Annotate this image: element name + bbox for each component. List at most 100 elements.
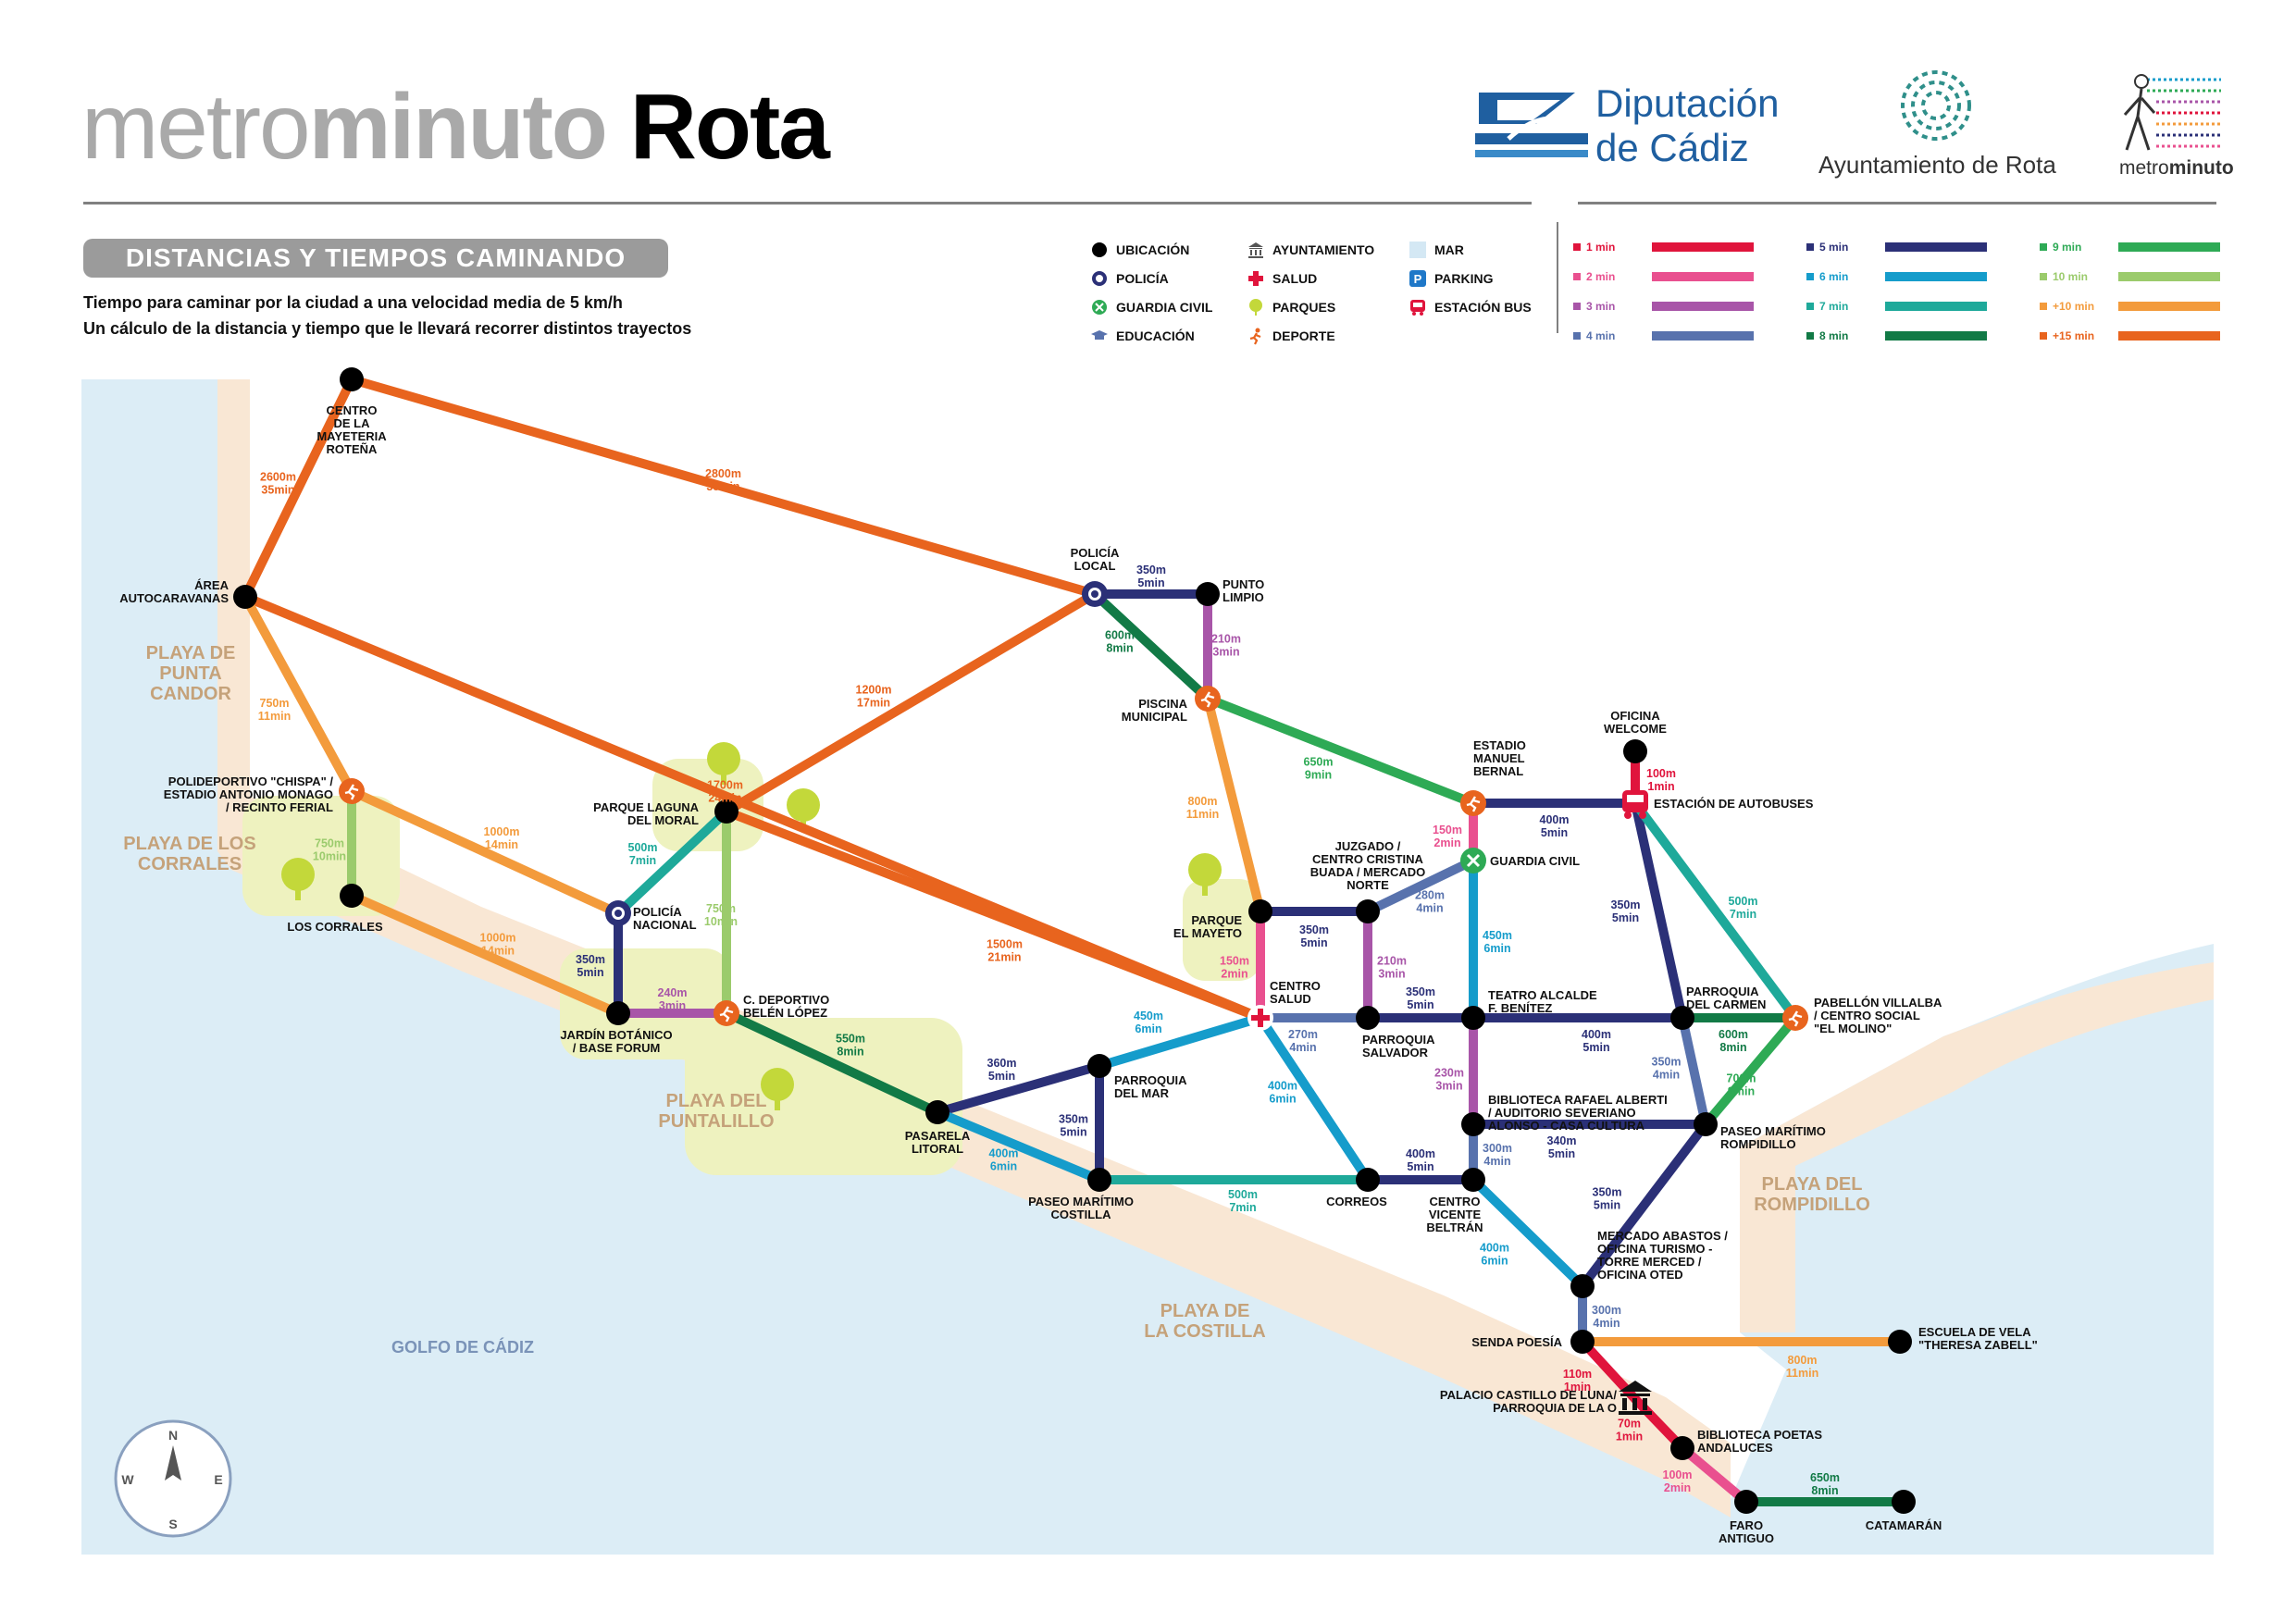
station-catamaran[interactable]: CATAMARÁN — [1866, 1490, 1942, 1532]
sport-runner-icon — [1247, 327, 1265, 345]
diputacion-line2: de Cádiz — [1595, 126, 1749, 169]
station-label: GUARDIA CIVIL — [1490, 854, 1580, 868]
location-dot-icon — [1461, 1112, 1485, 1136]
sea-label: GOLFO DE CÁDIZ — [391, 1337, 534, 1357]
time-legend-swatch — [1573, 332, 1581, 340]
location-dot-icon — [1196, 582, 1220, 606]
location-dot-icon — [1087, 1168, 1111, 1192]
time-legend-label: +10 min — [2053, 300, 2095, 313]
station-mercado[interactable]: MERCADO ABASTOS /OFICINA TURISMO -TORRE … — [1570, 1229, 1728, 1298]
station-label: POLIDEPORTIVO "CHISPA" /ESTADIO ANTONIO … — [164, 774, 334, 814]
title-minuto: minuto — [308, 75, 608, 179]
station-correos[interactable]: CORREOS — [1326, 1168, 1387, 1208]
route-line — [347, 787, 623, 918]
station-senda[interactable]: SENDA POESÍA — [1471, 1330, 1595, 1354]
route-line — [241, 375, 356, 601]
legend-label: DEPORTE — [1272, 328, 1335, 343]
station-biblioteca[interactable]: BIBLIOTECA RAFAEL ALBERTI/ AUDITORIO SEV… — [1461, 1093, 1668, 1136]
station-palacio[interactable]: PALACIO CASTILLO DE LUNA/PARROQUIA DE LA… — [1440, 1381, 1652, 1415]
education-icon — [1090, 327, 1109, 345]
route-line — [722, 1009, 942, 1117]
station-label: ESCUELA DE VELA"THERESA ZABELL" — [1918, 1325, 2038, 1352]
legend-label: POLICÍA — [1116, 271, 1169, 286]
legend-divider — [1557, 222, 1558, 333]
sea-swatch-icon — [1409, 241, 1427, 259]
station-botanico[interactable]: JARDÍN BOTÁNICO/ BASE FORUM — [560, 1001, 673, 1055]
time-legend-swatch — [1806, 332, 1814, 340]
location-dot-icon — [606, 1001, 630, 1025]
route-line — [1678, 1443, 1751, 1506]
station-autobuses[interactable]: ESTACIÓN DE AUTOBUSES — [1622, 790, 1814, 819]
location-dot-icon — [1461, 1006, 1485, 1030]
legend-label: SALUD — [1272, 271, 1318, 286]
station-polideportivo[interactable]: POLIDEPORTIVO "CHISPA" /ESTADIO ANTONIO … — [164, 774, 365, 814]
station-guardia[interactable]: GUARDIA CIVIL — [1460, 848, 1580, 873]
time-legend-label: 6 min — [1819, 270, 1849, 283]
route-line — [722, 807, 1265, 1022]
route-line — [1631, 799, 1687, 1022]
sport-runner-icon — [339, 778, 365, 804]
route-line — [1578, 1120, 1710, 1291]
sport-runner-icon — [1782, 1005, 1808, 1031]
location-dot-icon — [1670, 1436, 1694, 1460]
station-label: ESTACIÓN DE AUTOBUSES — [1654, 797, 1814, 811]
page-title: metrominuto Rota — [81, 75, 830, 179]
route-line — [1095, 1013, 1265, 1071]
station-corrales[interactable]: LOS CORRALES — [287, 884, 383, 934]
station-villalba[interactable]: PABELLÓN VILLALBA/ CENTRO SOCIAL"EL MOLI… — [1782, 996, 1942, 1035]
compass-e: E — [214, 1472, 222, 1487]
route-line — [722, 589, 1099, 816]
station-escuela[interactable]: ESCUELA DE VELA"THERESA ZABELL" — [1888, 1325, 2038, 1354]
